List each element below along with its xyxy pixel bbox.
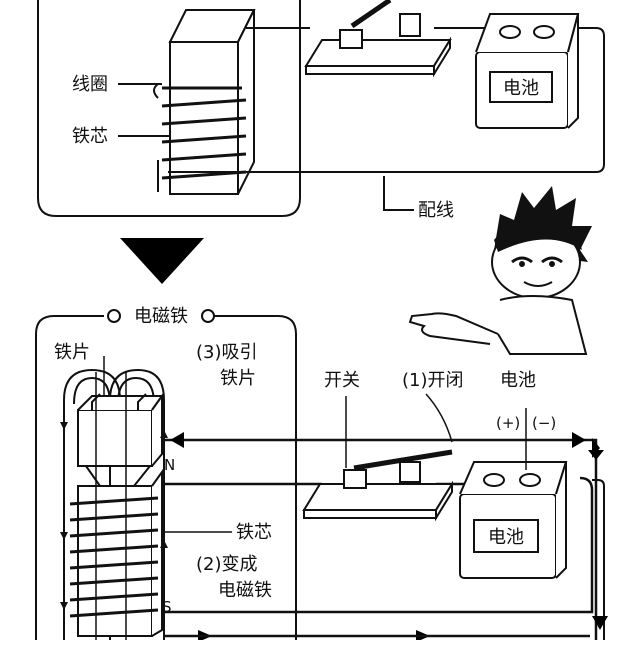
become-label-2: 电磁铁	[218, 580, 272, 601]
close-label: (1)开闭	[402, 370, 464, 391]
wire-label: 配线	[418, 200, 454, 221]
core-label-bottom: 铁芯	[236, 522, 272, 543]
core-label-top: 铁芯	[72, 126, 108, 147]
minus-label: (−)	[532, 414, 556, 432]
bottom-panel: 电磁铁	[35, 306, 608, 642]
coil-label: 线圈	[72, 74, 108, 95]
iron-piece-label: 铁片	[54, 342, 90, 363]
switch-label: 开关	[324, 370, 360, 391]
battery-bottom: 电池	[459, 461, 568, 579]
top-panel: 电池 线圈 铁芯 配线	[37, 0, 605, 221]
north-label: N	[164, 456, 175, 474]
coil-core-top	[153, 9, 256, 195]
become-label-1: (2)变成	[196, 554, 258, 575]
battery-label-top: 电池	[503, 78, 539, 99]
switch-top	[304, 0, 452, 78]
south-label: S	[162, 598, 172, 616]
cartoon-boy	[408, 186, 592, 355]
battery-label-bottom: 电池	[488, 527, 524, 548]
attract-label-2: 铁片	[220, 368, 256, 389]
battery-top: 电池	[475, 13, 580, 129]
electromagnet	[60, 368, 168, 640]
attract-label-1: (3)吸引	[196, 342, 258, 363]
panel-title: 电磁铁	[134, 306, 188, 327]
battery-top-label: 电池	[500, 370, 536, 391]
plus-label: (+)	[496, 414, 520, 432]
switch-bottom	[302, 449, 454, 522]
transition-arrow-icon	[120, 238, 204, 284]
